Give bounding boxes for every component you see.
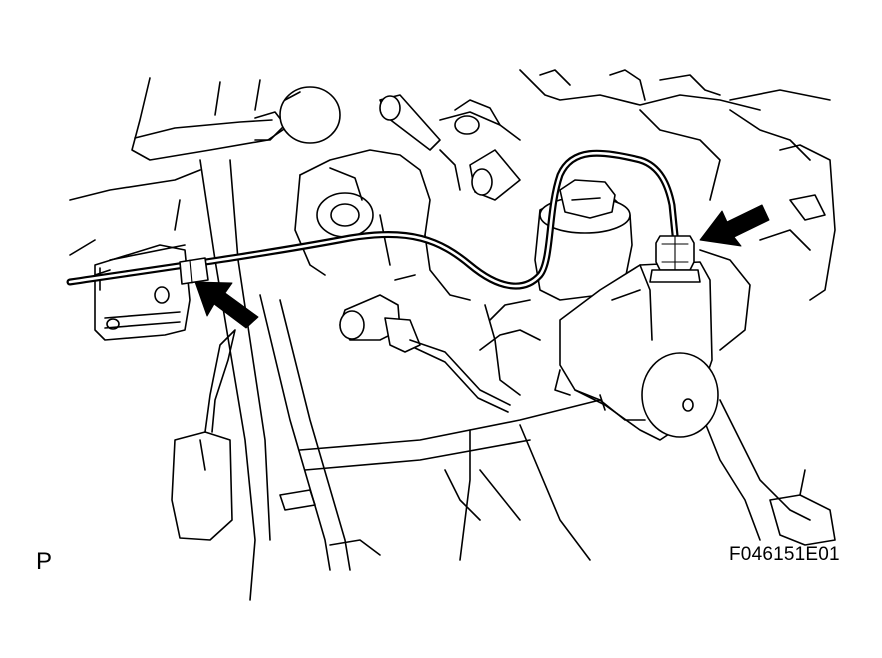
brake-line-tube <box>66 149 679 290</box>
engine-background-lines <box>69 69 836 601</box>
figure-code: F046151E01 <box>729 544 840 565</box>
arrow-icon <box>194 281 259 329</box>
arrow-icon <box>699 204 770 247</box>
view-label: P <box>36 548 53 575</box>
flare-nut-fitting <box>649 235 701 283</box>
left-union-connector <box>179 257 209 285</box>
